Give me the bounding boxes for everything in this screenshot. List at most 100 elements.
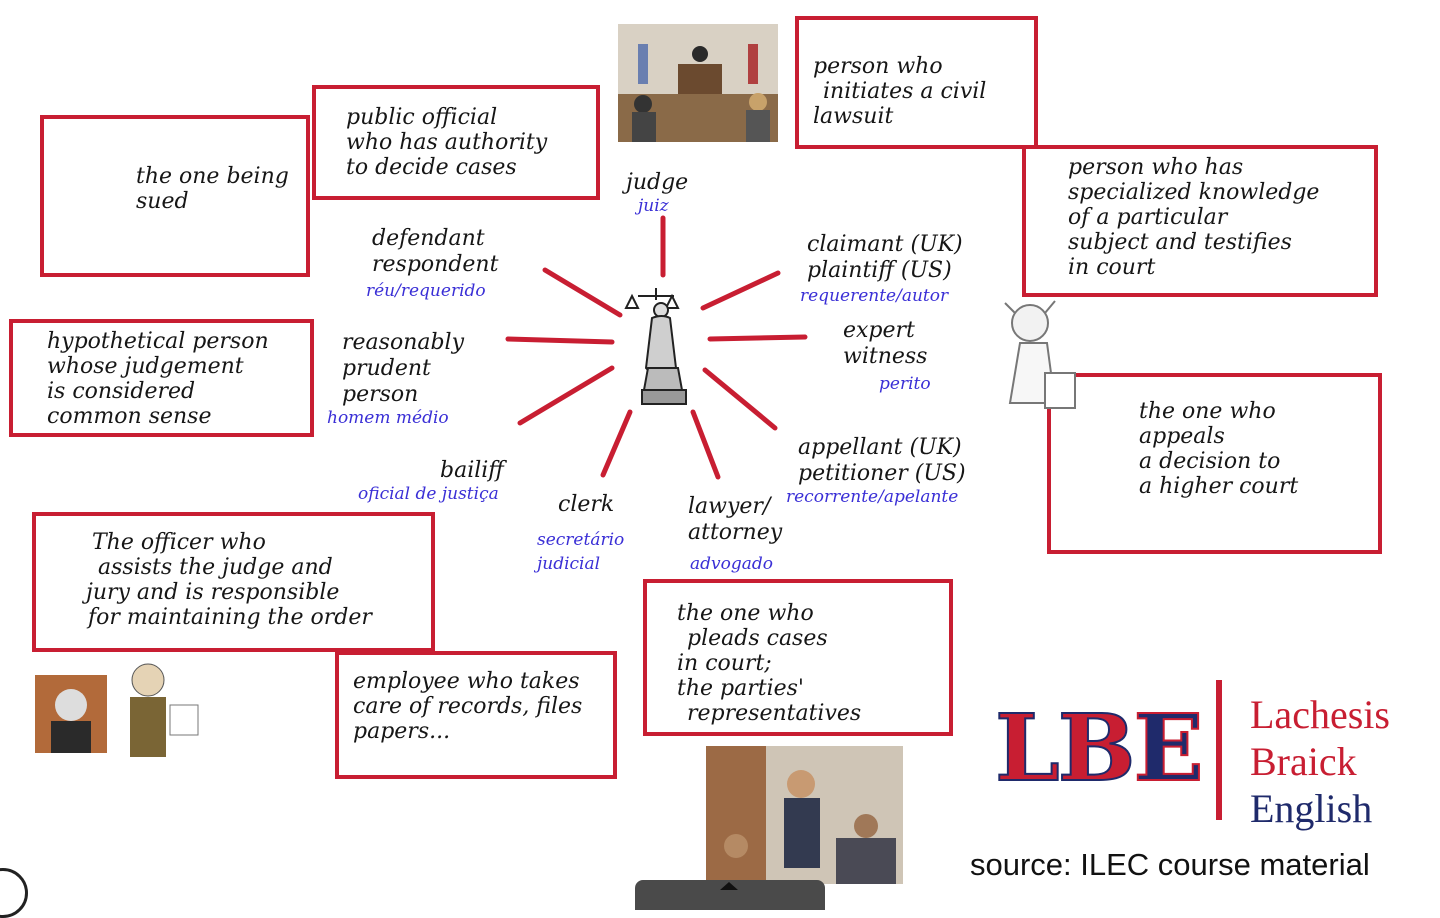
term-line: petitioner (US) — [798, 461, 966, 486]
definition-line: person who has — [1068, 155, 1244, 180]
translation-defendant: réu/requerido — [366, 281, 486, 301]
definition-line: assists the judge and — [98, 555, 333, 580]
spoke-expert — [707, 334, 808, 342]
translation-prudent-person: homem médio — [327, 408, 449, 428]
definition-line: is considered — [47, 379, 196, 404]
logo-letter-l: L — [994, 694, 1061, 802]
definition-line: to decide cases — [346, 155, 517, 180]
definition-line: subject and testifies — [1068, 230, 1292, 255]
spoke-clerk — [600, 409, 633, 478]
source-caption: source: ILEC course material — [970, 847, 1370, 882]
term-line: prudent — [342, 356, 431, 381]
translation-clerk: secretário judicial — [537, 528, 624, 576]
spoke-bailiff — [517, 365, 615, 426]
definition-line: a higher court — [1139, 474, 1299, 499]
definition-bailiff: The officer who assists the judge and ju… — [32, 512, 435, 652]
chevron-up-icon[interactable] — [720, 882, 738, 890]
term-line: defendant — [372, 226, 485, 251]
term-line: respondent — [372, 252, 499, 277]
definition-line: the one who — [677, 601, 814, 626]
definition-line: papers... — [353, 719, 451, 744]
definition-line: who has authority — [346, 130, 548, 155]
logo-letter-e: E — [1132, 694, 1204, 802]
definition-line: specialized knowledge — [1068, 180, 1320, 205]
definition-line: sued — [136, 189, 189, 214]
spoke-defendant — [542, 267, 623, 318]
spoke-lawyer — [690, 409, 721, 480]
definition-line: the one who — [1139, 399, 1276, 424]
definition-line: The officer who — [92, 530, 266, 555]
definition-clerk: employee who takes care of records, file… — [335, 651, 617, 779]
slide-toolbar[interactable] — [635, 880, 825, 910]
definition-line: person who — [813, 54, 943, 79]
term-clerk: clerk — [558, 492, 615, 517]
bailiff-officer-image — [108, 655, 203, 770]
definition-line: care of records, files — [353, 694, 583, 719]
term-prudent-person: reasonably prudent person — [342, 330, 464, 408]
term-line: lawyer/ — [688, 494, 771, 519]
definition-line: lawsuit — [813, 104, 894, 129]
spoke-prudent — [505, 336, 615, 345]
translation-lawyer: advogado — [690, 554, 773, 574]
term-line: appellant (UK) — [798, 435, 962, 460]
definition-claimant: person who initiates a civil lawsuit — [795, 16, 1038, 149]
term-bailiff: bailiff — [440, 458, 504, 483]
translation-claimant: requerente/autor — [800, 286, 949, 306]
expert-witness-image — [990, 288, 1090, 428]
definition-line: common sense — [47, 404, 212, 429]
translation-appellant: recorrente/apelante — [786, 487, 959, 507]
definition-line: appeals — [1139, 424, 1225, 449]
term-claimant: claimant (UK) plaintiff (US) — [807, 232, 963, 284]
bailiff-judge-image — [35, 675, 107, 753]
term-appellant: appellant (UK) petitioner (US) — [798, 435, 966, 487]
definition-line: employee who takes — [353, 669, 580, 694]
definition-line: the parties' — [677, 676, 804, 701]
term-line: witness — [843, 344, 928, 369]
term-line: expert — [843, 318, 915, 343]
spoke-claimant — [700, 270, 781, 311]
definition-defendant: the one being sued — [40, 115, 310, 277]
definition-line: a decision to — [1139, 449, 1281, 474]
term-expert-witness: expert witness — [843, 318, 927, 370]
definition-line: the one being — [136, 164, 289, 189]
logo-separator — [1216, 680, 1222, 820]
definition-line: of a particular — [1068, 205, 1228, 230]
translation-judge: juiz — [638, 196, 669, 216]
definition-line: initiates a civil — [823, 79, 987, 104]
definition-appellant: the one who appeals a decision to a high… — [1047, 373, 1382, 554]
translation-line: secretário — [537, 530, 625, 550]
definition-line: for maintaining the order — [88, 605, 372, 630]
definition-line: pleads cases — [687, 626, 828, 651]
definition-line: whose judgement — [47, 354, 244, 379]
translation-bailiff: oficial de justiça — [358, 484, 499, 504]
definition-line: jury and is responsible — [86, 580, 340, 605]
lbe-logo: LBE — [994, 699, 1205, 797]
definition-expert: person who has specialized knowledge of … — [1022, 145, 1378, 297]
translation-line: judicial — [537, 554, 601, 574]
translation-expert-witness: perito — [879, 374, 931, 394]
term-line: person — [342, 382, 419, 407]
definition-judge: public official who has authority to dec… — [312, 85, 600, 200]
term-lawyer: lawyer/ attorney — [688, 494, 782, 546]
logo-name-english: English — [1250, 786, 1373, 831]
term-line: reasonably — [342, 330, 465, 355]
logo-name-lachesis: Lachesis — [1250, 692, 1390, 737]
definition-prudent-person: hypothetical person whose judgement is c… — [9, 319, 314, 437]
spoke-appellant — [702, 367, 778, 431]
courtroom-judge-image — [618, 24, 778, 142]
definition-line: representatives — [687, 701, 862, 726]
definition-lawyer: the one who pleads cases in court; the p… — [643, 579, 953, 736]
lady-justice-icon — [624, 288, 687, 405]
lawyer-courtroom-image — [706, 746, 903, 884]
definition-line: in court — [1068, 255, 1156, 280]
term-line: plaintiff (US) — [807, 258, 952, 283]
term-defendant: defendant respondent — [372, 226, 498, 278]
definition-line: in court; — [677, 651, 772, 676]
logo-letter-b: B — [1057, 694, 1137, 802]
term-line: claimant (UK) — [807, 232, 963, 257]
term-judge: judge — [626, 170, 689, 195]
definition-line: public official — [346, 105, 498, 130]
logo-name-braick: Braick — [1250, 739, 1357, 784]
term-line: attorney — [688, 520, 783, 545]
